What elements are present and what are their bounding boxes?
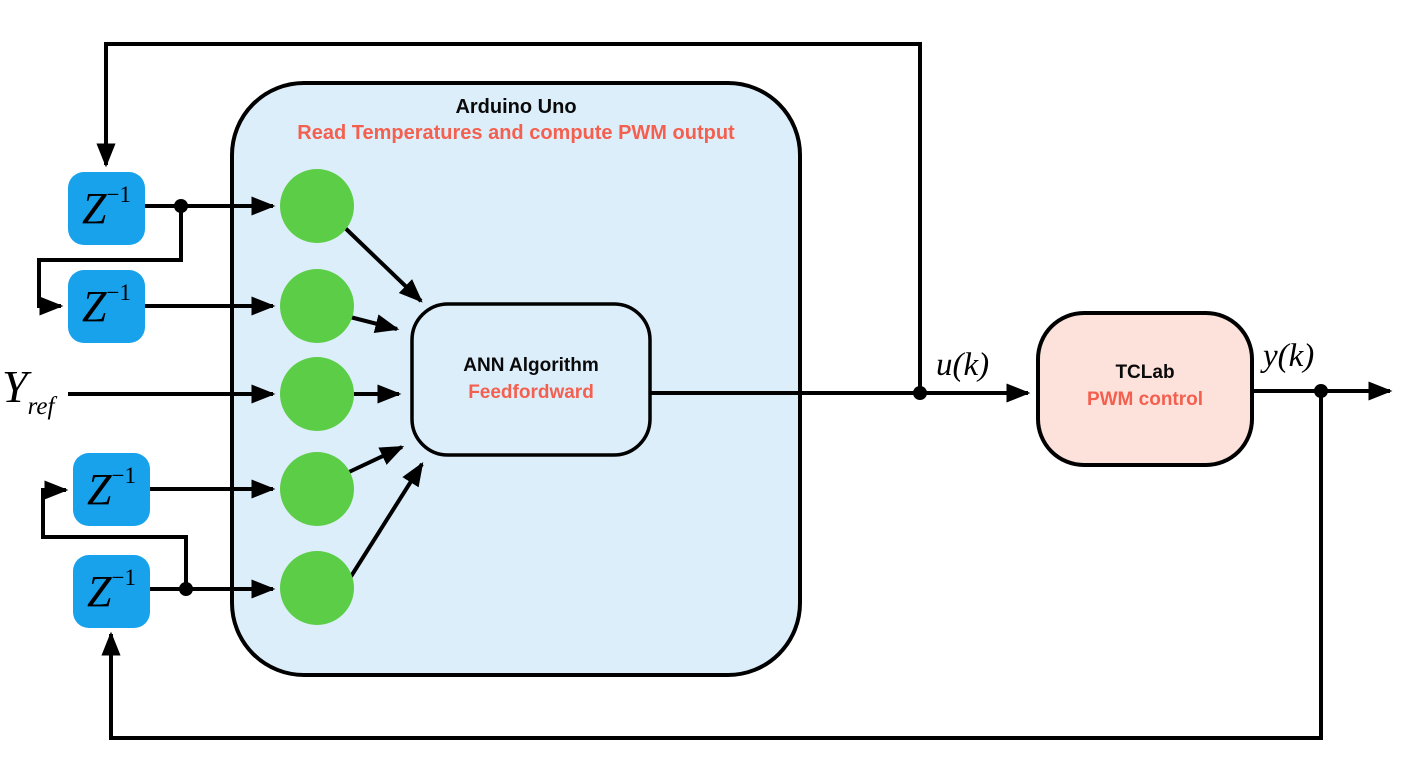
arduino-subtitle: Read Temperatures and compute PWM output — [297, 122, 735, 144]
delay-z-symbol: Z — [87, 464, 112, 514]
ann-algorithm-box — [410, 302, 652, 457]
input-node-2 — [280, 269, 354, 343]
tclab-subtitle: PWM control — [1086, 389, 1204, 410]
delay-block-2 — [68, 270, 145, 343]
delay-block-2-label: Z−1 — [68, 270, 145, 343]
yref-label: Yref — [2, 361, 54, 420]
y-signal-label: y(k) — [1263, 338, 1315, 374]
junction-dot-u — [913, 386, 927, 400]
tclab-title: TCLab — [1115, 362, 1175, 383]
node2-to-ann-line — [349, 314, 400, 333]
junction-dot-y — [1314, 384, 1328, 398]
node1-to-ann-line — [340, 223, 423, 303]
input-node-3 — [280, 357, 354, 431]
junction-dot-delay1 — [174, 199, 188, 213]
delay-exponent: −1 — [106, 182, 131, 207]
node4-to-ann-line — [348, 445, 405, 474]
y-feedback-line-bottom — [101, 391, 1323, 740]
junction-dot-delay4 — [179, 582, 193, 596]
input-node-5 — [280, 551, 354, 625]
delay-block-3-label: Z−1 — [73, 453, 150, 526]
input-node-4 — [280, 452, 354, 526]
delay-z-symbol: Z — [82, 281, 107, 331]
yref-subscript: ref — [27, 393, 55, 420]
u-feedback-line-top — [96, 42, 922, 393]
u-signal-label: u(k) — [936, 347, 990, 383]
input-node-1 — [280, 169, 354, 243]
delay-block-1 — [68, 172, 145, 245]
node5-to-ann-line — [348, 461, 424, 580]
delay-exponent: −1 — [106, 280, 131, 305]
delay-z-symbol: Z — [82, 183, 107, 233]
delay-block-3 — [73, 453, 150, 526]
delay-exponent: −1 — [111, 565, 136, 590]
yref-symbol: Y — [2, 361, 28, 412]
ann-subtitle: Feedfordward — [468, 382, 594, 403]
delay-z-symbol: Z — [87, 566, 112, 616]
delay-block-4-label: Z−1 — [73, 555, 150, 628]
delay-chain-line-top — [37, 206, 183, 316]
delay-block-4 — [73, 555, 150, 628]
delay-block-1-label: Z−1 — [68, 172, 145, 245]
arduino-title: Arduino Uno — [455, 96, 577, 118]
ann-title: ANN Algorithm — [463, 355, 599, 376]
delay-exponent: −1 — [111, 463, 136, 488]
delay-chain-line-bottom — [41, 480, 188, 589]
